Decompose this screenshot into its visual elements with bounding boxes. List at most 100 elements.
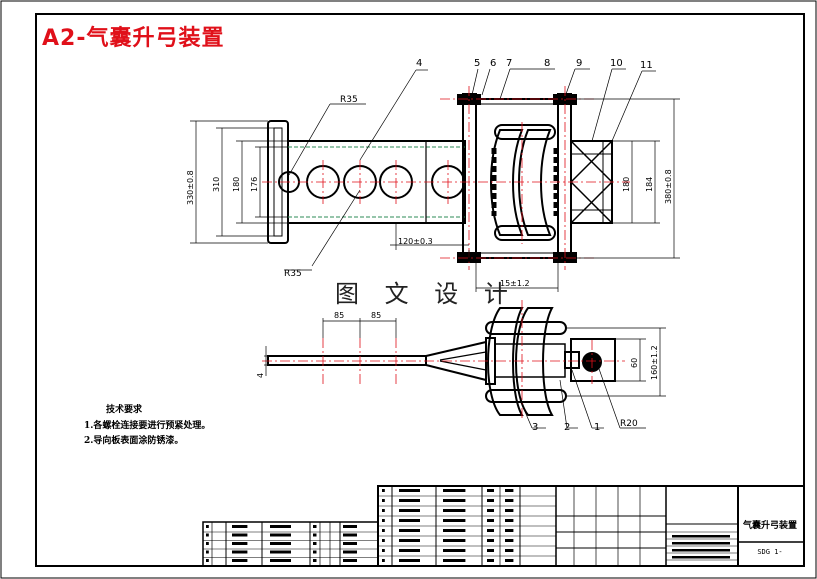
title-block-mark bbox=[505, 559, 514, 562]
title-block-mark bbox=[382, 509, 385, 512]
side-view bbox=[267, 307, 616, 416]
side-view-dimensions bbox=[264, 318, 666, 429]
title-block-mark bbox=[206, 542, 209, 545]
dim-r20: R20 bbox=[620, 419, 638, 429]
title-block-mark bbox=[672, 542, 730, 545]
part-label: 9 bbox=[576, 58, 582, 69]
title-block-mark bbox=[206, 525, 209, 528]
title-block-mark bbox=[487, 499, 494, 502]
dim-380: 380±0.8 bbox=[664, 169, 673, 204]
title-block-rows bbox=[203, 495, 738, 561]
title-block-mark bbox=[313, 559, 317, 562]
title-block-mark bbox=[343, 559, 357, 562]
part-label: 11 bbox=[640, 60, 653, 71]
title-block-mark bbox=[505, 539, 514, 542]
top-view bbox=[267, 93, 613, 263]
title-block-mark bbox=[443, 509, 466, 512]
title-block-mark bbox=[382, 539, 385, 542]
title-block-mark bbox=[270, 533, 291, 537]
dim-180-left: 180 bbox=[232, 177, 241, 192]
watermark-text: 图 文 设 计 bbox=[335, 280, 517, 308]
title-block-mark bbox=[270, 525, 291, 528]
title-block-mark bbox=[443, 489, 466, 492]
top-view-centerlines bbox=[262, 86, 630, 270]
title-block-mark bbox=[232, 559, 248, 562]
part-label: 1 bbox=[594, 422, 600, 433]
title-block-fill bbox=[206, 489, 730, 562]
title-block-mark bbox=[270, 559, 291, 562]
title-block-mark bbox=[313, 533, 317, 537]
title-block-mark bbox=[270, 550, 291, 554]
dim-176: 176 bbox=[250, 177, 259, 192]
top-view-dimensions bbox=[190, 68, 680, 292]
dim-160: 160±1.2 bbox=[650, 345, 659, 380]
title-block-mark bbox=[343, 533, 357, 537]
title-block-mark bbox=[232, 542, 248, 545]
part-label: 5 bbox=[474, 58, 480, 69]
title-block-mark bbox=[206, 550, 209, 554]
part-label: 10 bbox=[610, 58, 623, 69]
title-block-mark bbox=[399, 499, 420, 502]
title-block-mark bbox=[505, 519, 514, 522]
title-block-mark bbox=[232, 533, 248, 537]
title-block-mark bbox=[382, 489, 385, 492]
title-block-mark bbox=[443, 549, 466, 552]
drawing-labels: 4 5 6 7 8 9 10 11 3 2 1 R35 R35 120±0.3 … bbox=[186, 58, 673, 433]
title-block-mark bbox=[672, 549, 730, 552]
dim-184: 184 bbox=[645, 177, 654, 192]
title-block-mark bbox=[443, 499, 466, 502]
title-block-mark bbox=[399, 539, 420, 542]
title-block-mark bbox=[443, 519, 466, 522]
dim-r35-bottom: R35 bbox=[284, 269, 302, 279]
title-block bbox=[202, 485, 805, 567]
title-block-mark bbox=[382, 519, 385, 522]
part-label: 2 bbox=[564, 422, 570, 433]
title-block-mark bbox=[343, 542, 357, 545]
title-block-mark bbox=[313, 542, 317, 545]
dim-60: 60 bbox=[630, 358, 639, 368]
title-block-mark bbox=[672, 535, 730, 538]
side-bracket bbox=[570, 338, 616, 382]
dim-120: 120±0.3 bbox=[398, 237, 433, 246]
part-label: 7 bbox=[506, 58, 512, 69]
title-block-mark bbox=[443, 539, 466, 542]
part-label: 3 bbox=[532, 422, 538, 433]
title-block-mark bbox=[399, 529, 420, 532]
title-block-mark bbox=[399, 489, 420, 492]
title-block-mark bbox=[443, 559, 466, 562]
title-block-mark bbox=[382, 529, 385, 532]
title-block-mark bbox=[487, 559, 494, 562]
title-block-mark bbox=[343, 550, 357, 554]
dim-85-left: 85 bbox=[334, 311, 344, 320]
dim-310: 310 bbox=[212, 177, 221, 192]
title-block-mark bbox=[206, 559, 209, 562]
title-block-mark bbox=[206, 533, 209, 537]
tech-requirements-heading: 技术要求 bbox=[106, 405, 143, 415]
title-block-mark bbox=[487, 549, 494, 552]
title-block-mark bbox=[505, 549, 514, 552]
title-block-mark bbox=[382, 549, 385, 552]
title-block-mark bbox=[270, 542, 291, 545]
title-block-mark bbox=[505, 529, 514, 532]
title-block-mark bbox=[399, 549, 420, 552]
side-view-centerlines bbox=[262, 300, 625, 420]
title-block-mark bbox=[382, 499, 385, 502]
title-block-mark bbox=[487, 489, 494, 492]
title-block-mark bbox=[313, 525, 317, 528]
side-rod bbox=[267, 355, 427, 366]
title-block-mark bbox=[505, 489, 514, 492]
dim-85-right: 85 bbox=[371, 311, 381, 320]
dim-180-right: 180 bbox=[622, 177, 631, 192]
part-label: 6 bbox=[490, 58, 496, 69]
part-label: 4 bbox=[416, 58, 422, 69]
title-block-mark bbox=[399, 509, 420, 512]
title-block-mark bbox=[487, 519, 494, 522]
title-block-drawing-code: SDG 1- bbox=[757, 548, 783, 556]
title-block-mark bbox=[382, 559, 385, 562]
title-block-mark bbox=[232, 525, 248, 528]
title-block-mark bbox=[505, 499, 514, 502]
title-block-mark bbox=[505, 509, 514, 512]
